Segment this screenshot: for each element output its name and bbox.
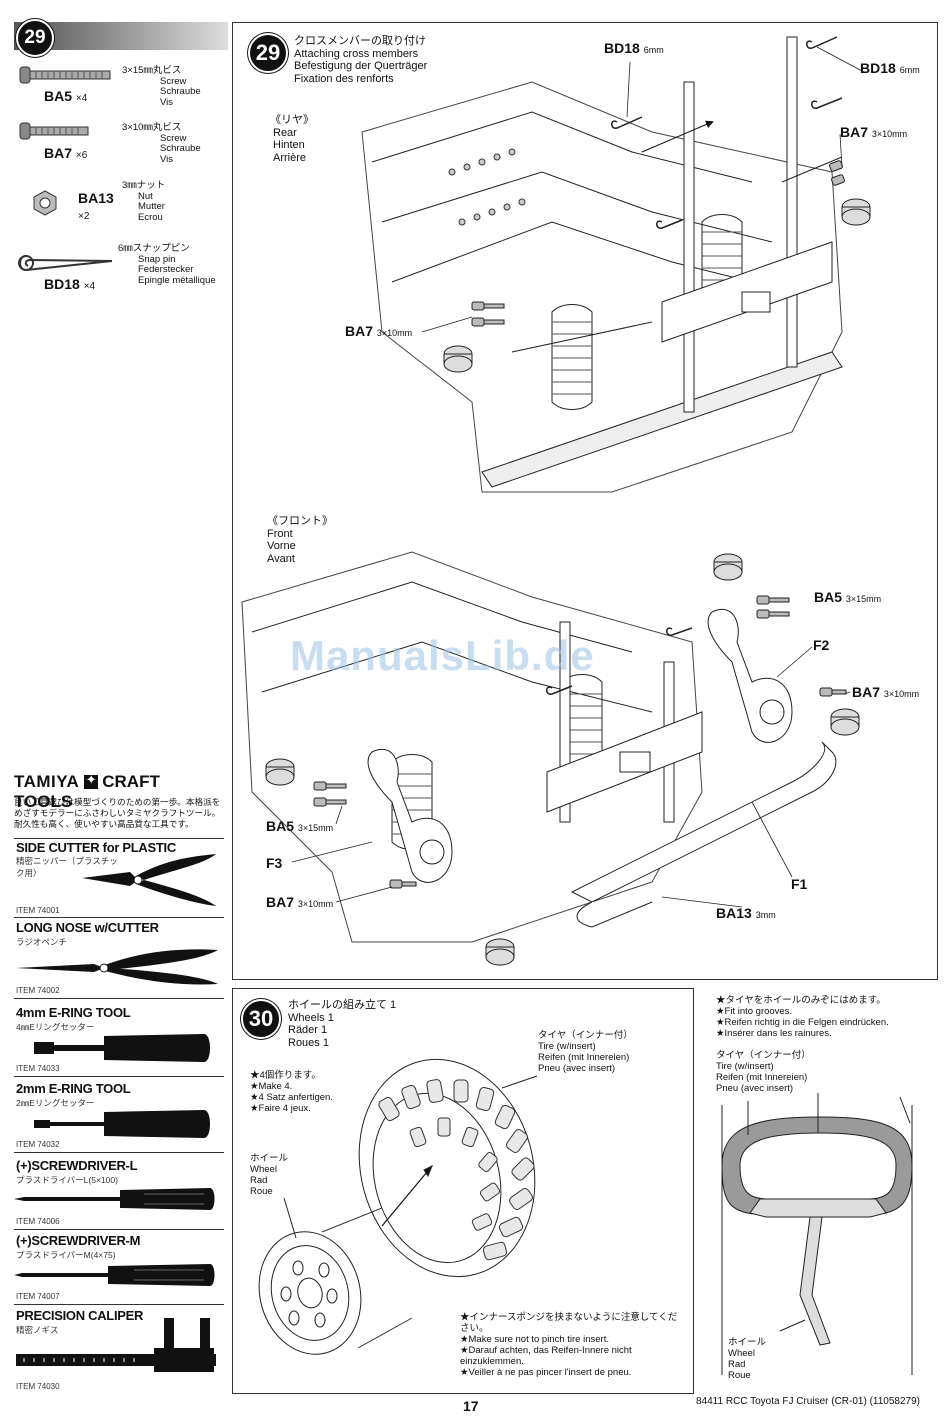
tools-heading: TAMIYA ✦ CRAFT TOOLS (14, 772, 160, 811)
tool-name: LONG NOSE w/CUTTER (16, 920, 159, 935)
tool-sub: 2㎜Eリングセッター (16, 1098, 95, 1108)
part-desc-bd18: 6㎜スナップピン Snap pin Federstecker Epingle m… (118, 243, 216, 286)
long-nose-pliers-icon (16, 949, 218, 985)
tire-label: タイヤ（インナー付）Tire (w/insert)Reifen (mit Inn… (538, 1030, 633, 1074)
tools-divider (14, 917, 224, 918)
step29-badge: 29 (248, 33, 288, 73)
model-footer: 84411 RCC Toyota FJ Cruiser (CR-01) (110… (696, 1396, 920, 1407)
tool-name: 4mm E-RING TOOL (16, 1005, 131, 1020)
step-number: 29 (24, 27, 46, 48)
make-4-note: ★4個作ります。★Make 4.★4 Satz anfertigen.★Fair… (250, 1070, 333, 1114)
screw-10mm-icon (19, 122, 89, 140)
label-bd18: BD18 6mm (860, 60, 920, 76)
e-ring-tool-4mm-icon (34, 1034, 210, 1062)
label-ba7: BA7 3×10mm (345, 323, 413, 339)
page-number: 17 (463, 1398, 479, 1414)
label-ba13: BA13 3mm (716, 905, 776, 921)
screw-15mm-icon (19, 66, 111, 84)
part-desc-ba5: 3×15㎜丸ビス Screw Schraube Vis (122, 65, 201, 108)
tools-divider (14, 998, 224, 999)
label-ba5: BA5 3×15mm (814, 589, 882, 605)
tool-sub: 精密ニッパー（プラスチック用） (16, 856, 118, 878)
part-desc-ba13: 3㎜ナット Nut Mutter Ecrou (122, 180, 166, 223)
pinch-note: ★インナースポンジを挟まないように注意してください。★Make sure not… (460, 1312, 678, 1378)
tool-item-number: ITEM 74033 (16, 1064, 60, 1073)
tool-item-number: ITEM 74001 (16, 906, 60, 915)
tool-name: 2mm E-RING TOOL (16, 1081, 131, 1096)
tool-sub: プラスドライバーM(4×75) (16, 1250, 116, 1260)
tool-item-number: ITEM 74002 (16, 986, 60, 995)
tools-divider (14, 1152, 224, 1153)
tool-sub: 精密ノギス (16, 1325, 59, 1335)
nut-icon (33, 190, 57, 216)
tamiya-star-icon: ✦ (83, 772, 98, 789)
label-f3: F3 (266, 855, 283, 871)
tamiya-logo-text: TAMIYA (14, 772, 80, 791)
step29-panel (232, 22, 938, 980)
tool-name: (+)SCREWDRIVER-M (16, 1233, 141, 1248)
e-ring-tool-2mm-icon (34, 1110, 210, 1138)
part-code-ba7: BA7 ×6 (44, 145, 88, 161)
label-f1: F1 (791, 876, 808, 892)
step30-badge: 30 (241, 999, 281, 1039)
tools-divider (14, 1304, 224, 1305)
tool-sub: 4㎜Eリングセッター (16, 1022, 95, 1032)
fit-note: ★タイヤをホイールのみぞにはめます。★Fit into grooves.★Rei… (716, 995, 889, 1039)
watermark: ManualsLib.de (290, 632, 595, 679)
tools-intro: 良い工具選びは模型づくりのための第一歩。本格派をめざすモデラーにふさわしいタミヤ… (14, 797, 221, 829)
caliper-icon (16, 1318, 216, 1372)
tool-item-number: ITEM 74030 (16, 1382, 60, 1391)
tool-sub: プラスドライバーL(5×100) (16, 1175, 118, 1185)
part-desc-ba7: 3×10㎜丸ビス Screw Schraube Vis (122, 122, 201, 165)
part-code-ba13: BA13×2 (78, 190, 114, 222)
label-ba7: BA7 3×10mm (840, 124, 908, 140)
tool-name: PRECISION CALIPER (16, 1308, 144, 1323)
part-code-bd18: BD18 ×4 (44, 276, 96, 292)
label-ba5: BA5 3×15mm (266, 818, 334, 834)
tool-item-number: ITEM 74032 (16, 1140, 60, 1149)
label-ba7: BA7 3×10mm (852, 684, 920, 700)
step-number-badge: 29 (16, 19, 54, 57)
tools-divider (14, 1229, 224, 1230)
tire-cross-section-diagram (721, 1093, 913, 1375)
snap-pin-icon (18, 255, 113, 272)
part-code-ba5: BA5 ×4 (44, 88, 88, 104)
tire-cross-label: タイヤ（インナー付）Tire (w/insert)Reifen (mit Inn… (716, 1050, 811, 1094)
tool-sub: ラジオペンチ (16, 937, 67, 947)
tool-name: (+)SCREWDRIVER-L (16, 1158, 138, 1173)
label-ba7: BA7 3×10mm (266, 894, 334, 910)
label-f2: F2 (813, 637, 830, 653)
tire-wheel-diagram (258, 1058, 538, 1355)
step30-panel (232, 988, 694, 1394)
tools-divider (14, 1076, 224, 1077)
step29-diagram (241, 36, 871, 966)
screwdriver-m-icon (14, 1264, 215, 1286)
tool-item-number: ITEM 74006 (16, 1217, 60, 1226)
screwdriver-l-icon (14, 1188, 215, 1210)
label-bd18: BD18 6mm (604, 40, 664, 56)
tools-divider (14, 838, 224, 839)
side-cutter-icon (82, 854, 216, 906)
tool-item-number: ITEM 74007 (16, 1292, 60, 1301)
tool-name: SIDE CUTTER for PLASTIC (16, 840, 176, 855)
